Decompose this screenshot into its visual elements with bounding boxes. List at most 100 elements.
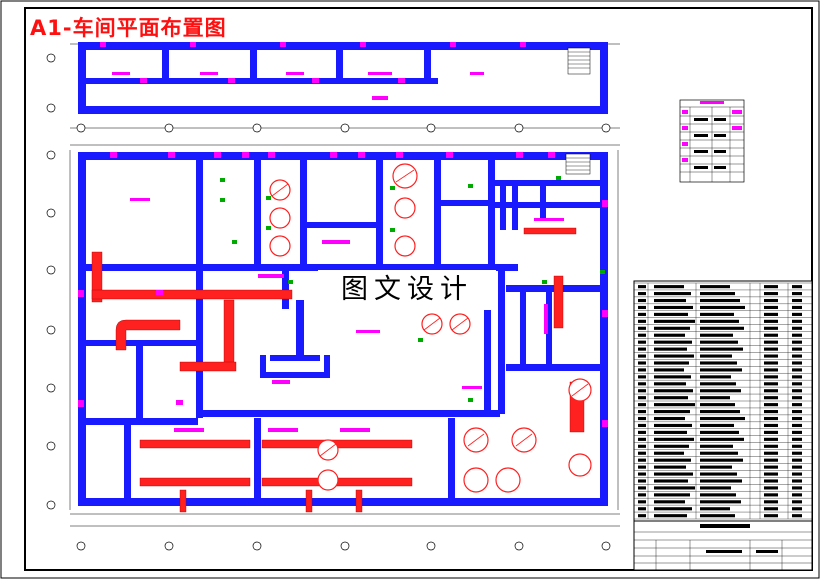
schedule-cell-text xyxy=(792,465,802,469)
schedule-cell-text xyxy=(638,292,646,296)
schedule-cell-text xyxy=(638,403,646,407)
schedule-cell-text xyxy=(638,375,646,379)
schedule-cell-text xyxy=(792,361,802,365)
equipment-markers xyxy=(220,176,605,402)
schedule-cell-text xyxy=(654,347,687,351)
schedule-cell-text xyxy=(792,416,802,421)
schedule-cell-text xyxy=(654,298,686,303)
schedule-cell-text xyxy=(638,285,646,289)
schedule-cell-text xyxy=(700,479,742,483)
schedule-cell-text xyxy=(764,368,778,372)
schedule-cell-text xyxy=(792,305,802,310)
schedule-cell-text xyxy=(654,375,691,379)
schedule-cell-text xyxy=(700,472,737,476)
schedule-cell-text xyxy=(638,354,646,358)
schedule-cell-text xyxy=(638,486,646,490)
schedule-cell-text xyxy=(792,285,802,289)
axis-bubbles xyxy=(46,53,611,551)
schedule-cell-text xyxy=(638,298,646,303)
schedule-cell-text xyxy=(638,500,646,504)
schedule-cell-text xyxy=(654,486,695,490)
schedule-cell-text xyxy=(792,479,802,483)
schedule-cell-text xyxy=(764,472,778,476)
schedule-cell-text xyxy=(654,444,689,448)
schedule-cell-text xyxy=(700,403,735,407)
schedule-cell-text xyxy=(654,451,684,455)
schedule-cell-text xyxy=(638,396,646,400)
schedule-cell-text xyxy=(638,305,646,310)
schedule-cell-text xyxy=(700,389,741,393)
schedule-cell-text xyxy=(654,389,693,393)
schedule-cell-text xyxy=(700,416,745,421)
schedule-cell-text xyxy=(654,403,695,407)
schedule-cell-text xyxy=(700,430,739,434)
schedule-cell-text xyxy=(764,500,778,504)
schedule-cell-text xyxy=(764,465,778,469)
schedule-cell-text xyxy=(764,319,778,323)
schedule-cell-text xyxy=(764,375,778,379)
schedule-cell-text xyxy=(638,472,646,476)
schedule-cell-text xyxy=(654,285,684,289)
schedule-cell-text xyxy=(792,333,802,337)
schedule-cell-text xyxy=(764,333,778,337)
schedule-cell-text xyxy=(700,465,732,469)
schedule-cell-text xyxy=(638,451,646,455)
schedule-cell-text xyxy=(700,354,732,358)
schedule-cell-text xyxy=(700,312,734,316)
schedule-cell-text xyxy=(764,396,778,400)
schedule-cell-text xyxy=(792,354,802,358)
schedule-cell-text xyxy=(638,507,646,511)
schedule-cell-text xyxy=(638,347,646,351)
schedule-cell-text xyxy=(654,333,685,337)
schedule-cell-text xyxy=(700,340,738,344)
schedule-cell-text xyxy=(792,500,802,504)
schedule-cell-text xyxy=(638,361,646,365)
schedule-cell-text xyxy=(654,437,694,441)
schedule-cell-text xyxy=(700,486,731,490)
schedule-cell-text xyxy=(792,368,802,372)
schedule-cell-text xyxy=(764,312,778,316)
schedule-cell-text xyxy=(792,292,802,296)
schedule-cell-text xyxy=(792,458,802,462)
schedule-cell-text xyxy=(700,507,730,511)
schedule-cell-text xyxy=(700,368,742,372)
schedule-cell-text xyxy=(792,486,802,490)
title-block xyxy=(633,520,813,571)
schedule-cell-text xyxy=(764,451,778,455)
schedule-cell-text xyxy=(792,298,802,303)
schedule-cell-text xyxy=(792,472,802,476)
schedule-cell-text xyxy=(764,444,778,448)
schedule-cell-text xyxy=(700,319,739,323)
schedule-cell-text xyxy=(638,514,646,518)
schedule-cell-text xyxy=(700,493,736,497)
schedule-cell-text xyxy=(638,382,646,386)
schedule-cell-text xyxy=(792,423,802,428)
schedule-cell-text xyxy=(700,514,735,518)
schedule-cell-text xyxy=(764,326,778,330)
schedule-cell-text xyxy=(764,354,778,358)
schedule-cell-text xyxy=(654,368,684,372)
schedule-cell-text xyxy=(764,382,778,386)
schedule-cell-text xyxy=(700,347,743,351)
schedule-cell-text xyxy=(700,375,731,379)
schedule-cell-text xyxy=(654,430,687,434)
schedule-cell-text xyxy=(638,479,646,483)
room-labels xyxy=(78,72,608,432)
schedule-cell-text xyxy=(638,493,646,497)
schedule-cell-text xyxy=(638,319,646,323)
schedule-cell-text xyxy=(638,389,646,393)
schedule-cell-text xyxy=(792,375,802,379)
schedule-cell-text xyxy=(700,437,744,441)
schedule-cell-text xyxy=(700,410,740,414)
schedule-cell-text xyxy=(638,430,646,434)
schedule-cell-text xyxy=(764,340,778,344)
schedule-cell-text xyxy=(792,493,802,497)
schedule-cell-text xyxy=(764,430,778,434)
schedule-cell-text xyxy=(700,305,745,310)
schedule-cell-text xyxy=(638,465,646,469)
schedule-cell-text xyxy=(654,312,688,316)
schedule-cell-text xyxy=(638,333,646,337)
schedule-cell-text xyxy=(764,305,778,310)
schedule-cell-text xyxy=(700,361,737,365)
